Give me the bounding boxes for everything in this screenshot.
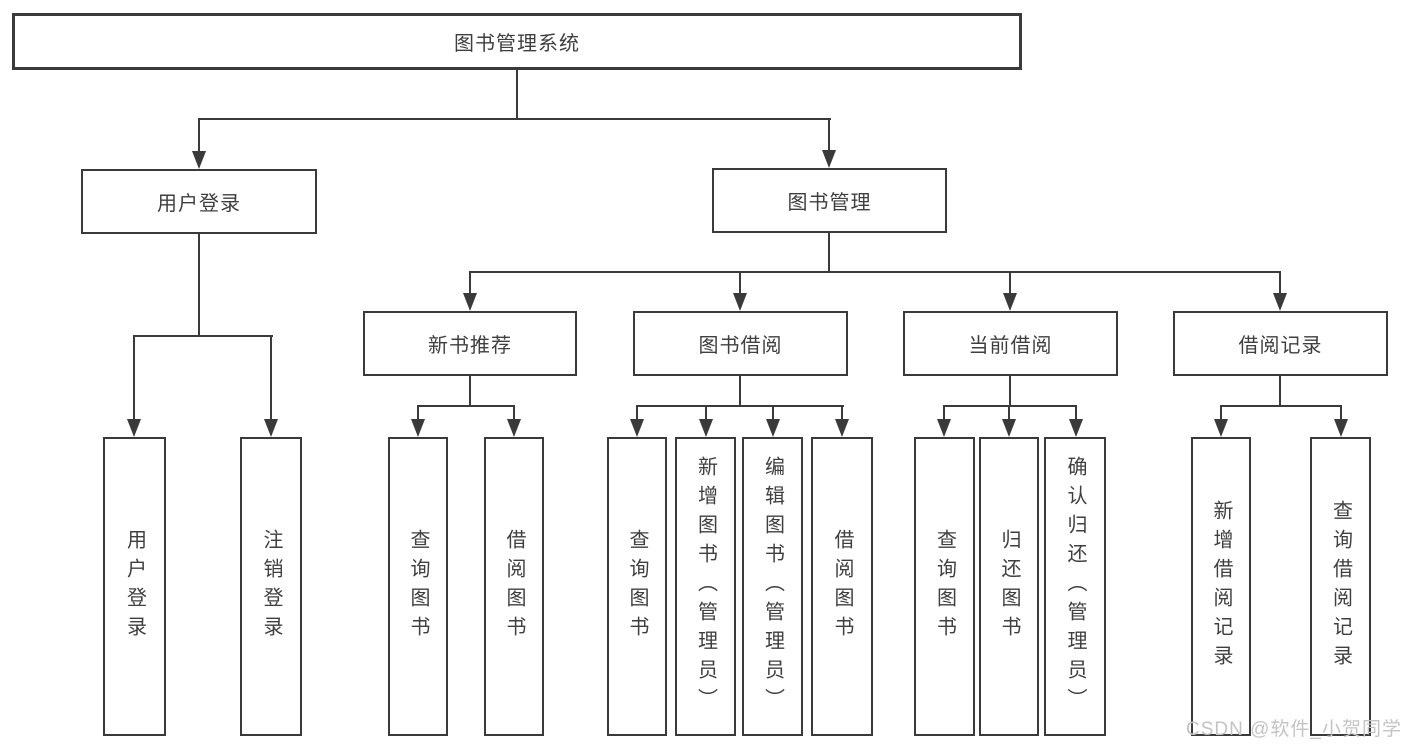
connector-line xyxy=(133,335,135,420)
connector-line xyxy=(469,271,1281,273)
connector-line xyxy=(513,405,515,420)
node-book-management: 图书管理 xyxy=(712,168,947,233)
arrow-down xyxy=(1334,419,1348,437)
connector-line xyxy=(636,405,844,407)
node-label: 借阅图书 xyxy=(503,528,525,645)
node-label: 借阅记录 xyxy=(1238,335,1323,357)
node-label: 图书管理系统 xyxy=(454,33,580,55)
connector-line xyxy=(417,405,419,420)
node-new-book-recommendation: 新书推荐 xyxy=(363,311,577,376)
leaf-logout: 注销登录 xyxy=(240,437,302,736)
csdn-watermark: CSDN @软件_小贺同学 xyxy=(1186,719,1402,740)
leaf-query-books-current: 查询图书 xyxy=(914,437,975,736)
arrow-down xyxy=(630,419,644,437)
leaf-add-books-admin: 新增图书（管理员） xyxy=(675,437,736,736)
node-label: 新书推荐 xyxy=(428,335,512,357)
arrow-down xyxy=(1003,293,1017,311)
connector-line xyxy=(705,405,707,420)
arrow-down xyxy=(192,151,206,169)
connector-line xyxy=(772,405,774,420)
arrow-down xyxy=(1214,419,1228,437)
node-label: 图书管理 xyxy=(787,192,872,214)
connector-line xyxy=(1220,405,1342,407)
arrow-down xyxy=(1002,419,1016,437)
connector-line xyxy=(828,233,830,273)
connector-line xyxy=(469,376,471,407)
connector-line xyxy=(516,69,518,120)
node-label: 用户登录 xyxy=(157,193,241,215)
arrow-down xyxy=(699,419,713,437)
node-label: 注销登录 xyxy=(260,528,282,645)
arrow-down xyxy=(127,419,141,437)
connector-line xyxy=(1279,271,1281,295)
node-label: 当前借阅 xyxy=(968,335,1053,357)
arrow-down xyxy=(1273,293,1287,311)
node-label: 编辑图书（管理员） xyxy=(761,456,784,717)
connector-line xyxy=(943,405,1077,407)
leaf-confirm-return-admin: 确认归还（管理员） xyxy=(1044,437,1106,736)
connector-line xyxy=(1220,405,1222,420)
leaf-query-books-borrowing: 查询图书 xyxy=(607,437,667,736)
leaf-borrow-books: 借阅图书 xyxy=(811,437,873,736)
node-label: 新增图书（管理员） xyxy=(694,456,717,717)
node-label: 查询借阅记录 xyxy=(1329,499,1352,674)
connector-line xyxy=(943,405,945,420)
node-current-borrowing: 当前借阅 xyxy=(903,311,1118,376)
leaf-query-borrow-record: 查询借阅记录 xyxy=(1310,437,1371,736)
connector-line xyxy=(1340,405,1342,420)
connector-line xyxy=(636,405,638,420)
node-label: 查询图书 xyxy=(407,528,429,645)
connector-line xyxy=(198,118,831,120)
connector-line xyxy=(739,376,741,407)
connector-line xyxy=(1009,376,1011,407)
arrow-down xyxy=(463,293,477,311)
node-label: 查询图书 xyxy=(933,528,956,645)
leaf-borrow-books-recommend: 借阅图书 xyxy=(484,437,544,736)
connector-line xyxy=(198,118,200,152)
connector-line xyxy=(417,405,515,407)
connector-line xyxy=(1279,376,1281,407)
connector-line xyxy=(198,234,200,337)
leaf-user-login: 用户登录 xyxy=(103,437,166,736)
arrow-down xyxy=(264,419,278,437)
connector-line xyxy=(841,405,843,420)
node-label: 借阅图书 xyxy=(831,528,853,645)
connector-line xyxy=(1008,405,1010,420)
leaf-edit-books-admin: 编辑图书（管理员） xyxy=(742,437,803,736)
node-user-login: 用户登录 xyxy=(81,169,317,234)
node-label: 用户登录 xyxy=(123,528,146,645)
arrow-down xyxy=(411,419,425,437)
connector-line xyxy=(469,271,471,295)
arrow-down xyxy=(1069,419,1083,437)
leaf-return-books: 归还图书 xyxy=(979,437,1039,736)
connector-line xyxy=(270,335,272,420)
node-label: 查询图书 xyxy=(626,528,648,645)
arrow-down xyxy=(822,150,836,168)
node-label: 新增借阅记录 xyxy=(1210,499,1232,674)
leaf-add-borrow-record: 新增借阅记录 xyxy=(1191,437,1251,736)
node-borrowing-records: 借阅记录 xyxy=(1173,311,1388,376)
connector-line xyxy=(1075,405,1077,420)
node-label: 图书借阅 xyxy=(698,335,783,357)
arrow-down xyxy=(507,419,521,437)
arrow-down xyxy=(937,419,951,437)
connector-line xyxy=(828,118,830,151)
leaf-query-books-recommend: 查询图书 xyxy=(388,437,448,736)
arrow-down xyxy=(766,419,780,437)
node-label: 确认归还（管理员） xyxy=(1064,456,1086,717)
connector-line xyxy=(739,271,741,295)
node-label: 归还图书 xyxy=(998,528,1020,645)
node-library-management-system: 图书管理系统 xyxy=(12,13,1022,70)
arrow-down xyxy=(733,293,747,311)
connector-line xyxy=(133,335,273,337)
connector-line xyxy=(1009,271,1011,295)
node-book-borrowing: 图书借阅 xyxy=(633,311,848,376)
arrow-down xyxy=(835,419,849,437)
